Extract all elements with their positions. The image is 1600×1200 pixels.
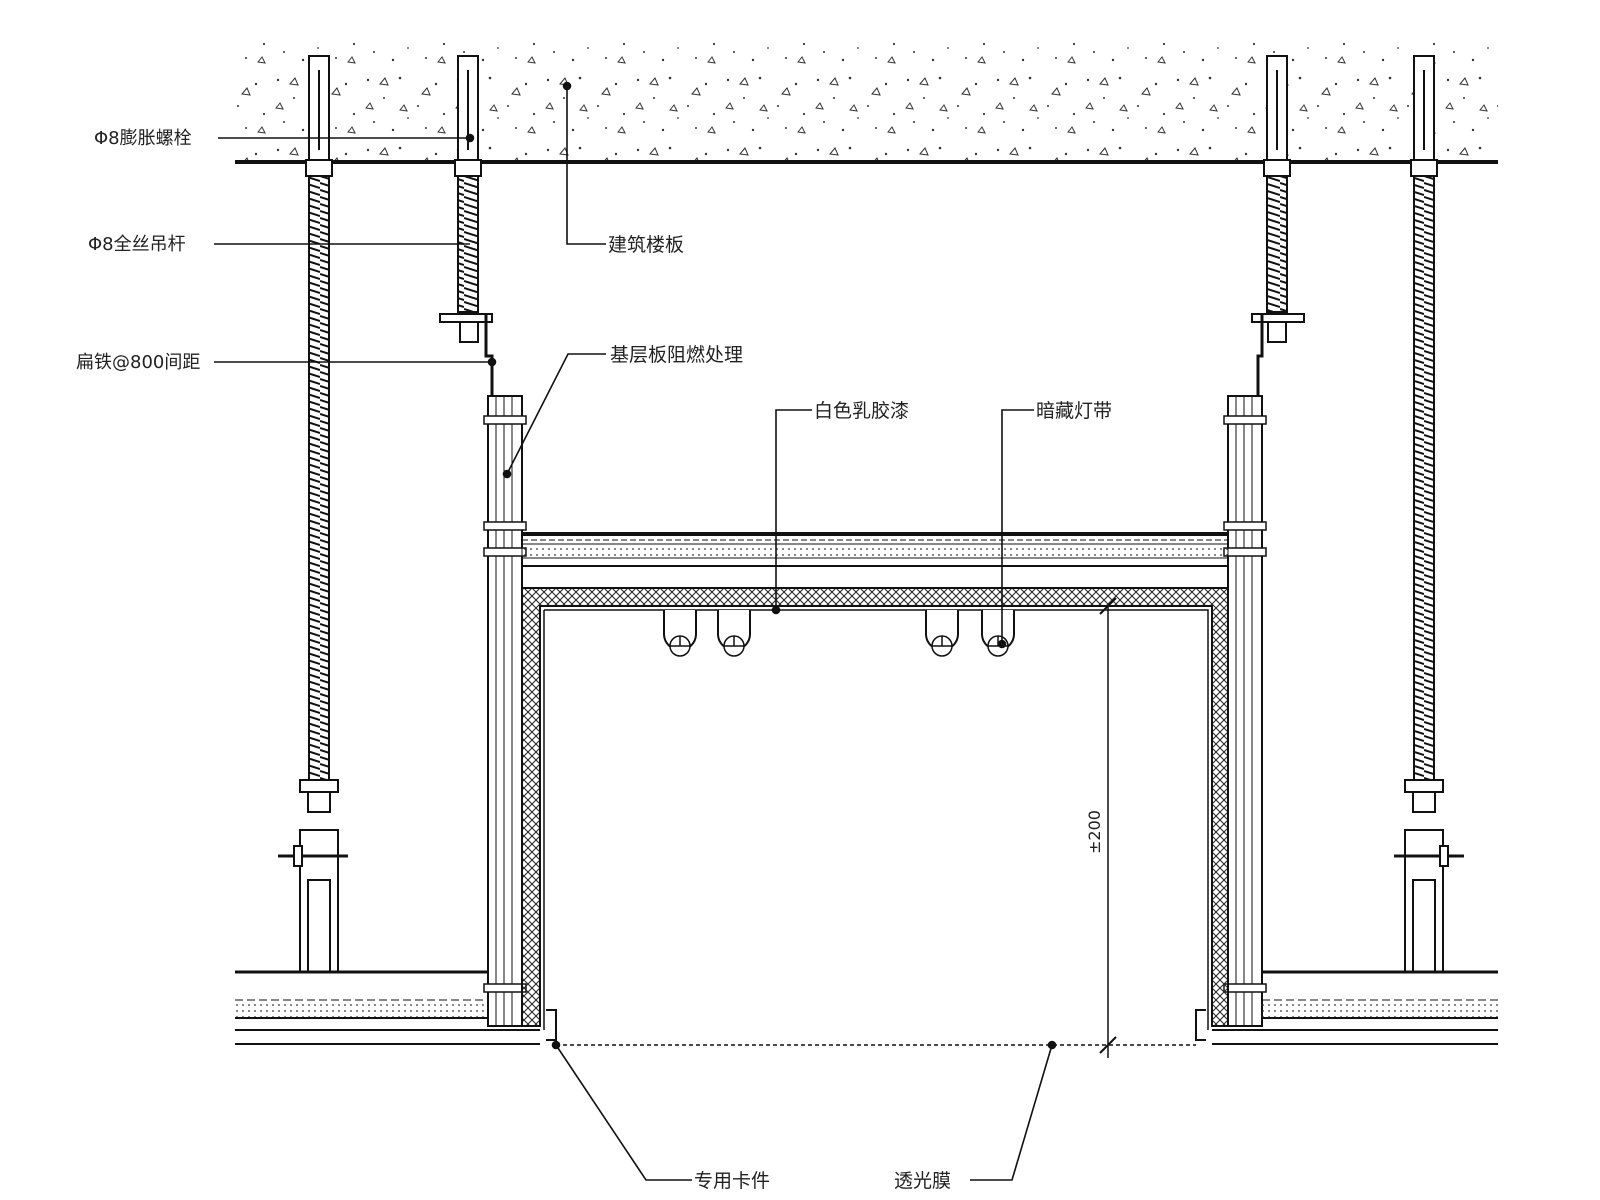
label-building-slab: 建筑楼板 [608, 234, 684, 256]
leader-lines [214, 81, 1057, 1181]
inner-right-hanger [1251, 55, 1305, 396]
special-clips [546, 1009, 1206, 1041]
label-flat-iron: 扁铁@800间距 [76, 352, 200, 373]
building-slab [235, 42, 1498, 164]
label-hidden-light-strip: 暗藏灯带 [1036, 400, 1112, 422]
height-dimension-text: ±200 [1085, 810, 1104, 854]
label-base-board-fireproof: 基层板阻燃处理 [610, 344, 743, 366]
light-box-top-board [521, 532, 1229, 567]
label-threaded-rod: Φ8全丝吊杆 [88, 234, 186, 255]
right-ceiling [1212, 970, 1498, 1045]
label-special-clip: 专用卡件 [694, 1170, 770, 1192]
side-ceilings [235, 970, 1498, 1045]
light-strip-3 [925, 610, 959, 657]
hanger-rods [278, 55, 1464, 973]
label-expansion-bolt: Φ8膨胀螺栓 [94, 128, 192, 149]
right-side-board [1223, 395, 1267, 1027]
outer-right-hanger [1394, 55, 1464, 973]
light-strip-4 [981, 610, 1015, 657]
label-white-latex-paint: 白色乳胶漆 [814, 400, 909, 422]
hidden-light-strips [663, 610, 1015, 657]
label-translucent-film: 透光膜 [894, 1170, 951, 1192]
side-boards [483, 395, 1267, 1027]
height-dimension: ±200 [1085, 597, 1117, 1058]
outer-left-hanger [278, 55, 348, 973]
left-ceiling [235, 970, 540, 1045]
light-strip-2 [717, 610, 751, 657]
light-strip-1 [663, 610, 697, 657]
left-side-board [483, 395, 527, 1027]
light-box-base-board [521, 587, 1229, 1030]
